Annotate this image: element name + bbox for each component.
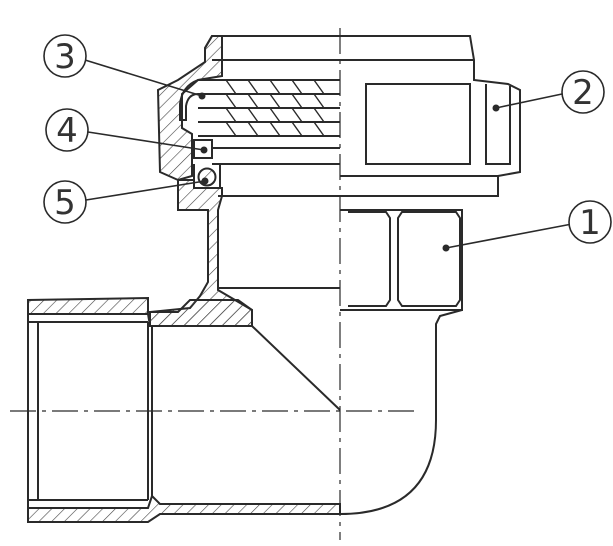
nut-flat-right bbox=[485, 84, 511, 165]
leader-line-1 bbox=[445, 223, 573, 249]
thrust-washer bbox=[193, 139, 213, 159]
callout-3: 3 bbox=[43, 34, 87, 78]
body-hex-flat-1 bbox=[348, 211, 391, 307]
leader-dot-4 bbox=[200, 146, 208, 154]
leader-dot-1 bbox=[442, 244, 450, 252]
callout-circle-1 bbox=[568, 200, 612, 244]
callout-label-1: 1 bbox=[579, 203, 601, 243]
leader-dot-2 bbox=[492, 104, 500, 112]
callout-circle-5 bbox=[43, 180, 87, 224]
callout-5: 5 bbox=[43, 180, 87, 224]
grip-ring bbox=[198, 79, 340, 137]
exterior-view bbox=[339, 35, 521, 515]
callout-circle-4 bbox=[45, 108, 89, 152]
callout-label-4: 4 bbox=[56, 111, 78, 151]
grip-ring-teeth bbox=[225, 79, 325, 137]
callout-label-2: 2 bbox=[572, 73, 594, 113]
leader-line-5 bbox=[85, 180, 206, 201]
callout-label-3: 3 bbox=[54, 37, 76, 77]
elbow-inner-diagonal bbox=[251, 325, 341, 411]
leader-line-3 bbox=[84, 59, 203, 97]
callout-2: 2 bbox=[561, 70, 605, 114]
grip-ring-bend bbox=[179, 79, 199, 121]
leader-dot-3 bbox=[198, 92, 206, 100]
callout-circle-2 bbox=[561, 70, 605, 114]
leader-line-4 bbox=[87, 131, 205, 151]
section-view bbox=[27, 35, 341, 523]
nut-flat-left bbox=[365, 83, 471, 165]
nut-exterior bbox=[340, 35, 521, 197]
leader-dot-5 bbox=[201, 177, 209, 185]
leader-line-2 bbox=[495, 93, 563, 109]
callout-1: 1 bbox=[568, 200, 612, 244]
callout-4: 4 bbox=[45, 108, 89, 152]
callout-circle-3 bbox=[43, 34, 87, 78]
nut-outline bbox=[204, 35, 340, 62]
body-hex bbox=[340, 209, 463, 311]
body-hex-flat-2 bbox=[397, 211, 461, 307]
elbow-curve bbox=[339, 309, 463, 515]
elbow-top-wall bbox=[27, 296, 253, 327]
callout-label-5: 5 bbox=[54, 183, 76, 223]
